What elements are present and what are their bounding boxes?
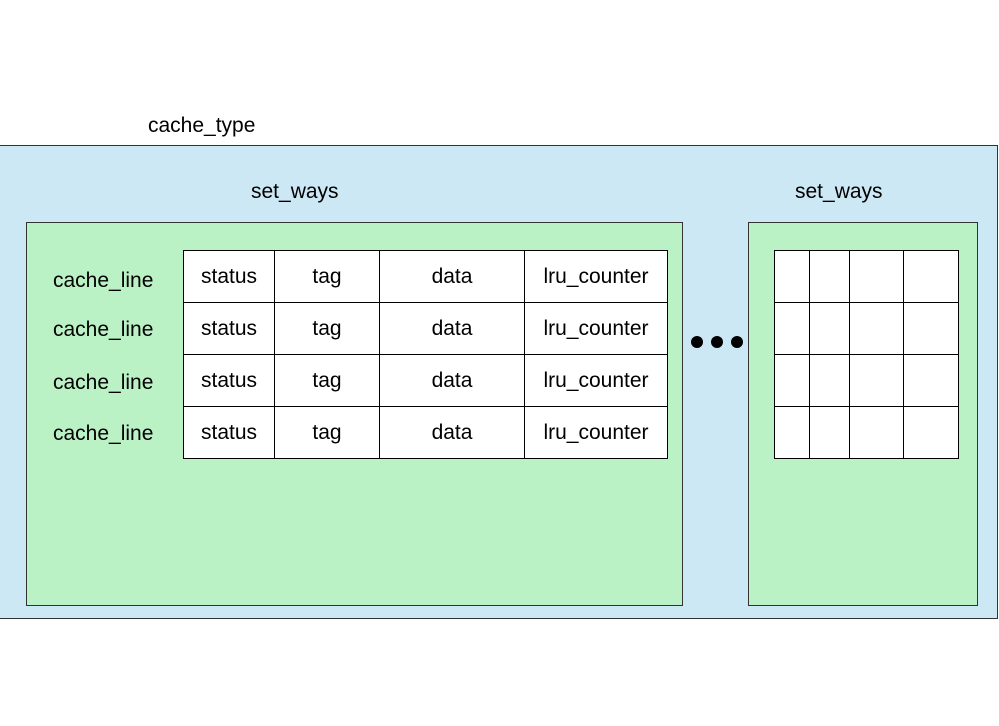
status-cell: status [183, 302, 275, 355]
empty-cell [903, 354, 959, 407]
set-ways-label: set_ways [251, 180, 339, 203]
set-ways-label: set_ways [795, 180, 883, 203]
empty-cell [809, 354, 850, 407]
empty-cell [809, 250, 850, 303]
status-cell: status [183, 406, 275, 459]
cache-line-row [774, 250, 959, 303]
empty-cell [849, 250, 904, 303]
data-cell: data [379, 406, 525, 459]
status-cell: status [183, 354, 275, 407]
empty-cell [849, 302, 904, 355]
cache-lines-table: status tag data lru_counter status tag d… [183, 250, 668, 459]
empty-cell [774, 302, 810, 355]
cache-lines-table [774, 250, 959, 459]
empty-cell [774, 354, 810, 407]
cache-line-label: cache_line [53, 422, 154, 445]
lru-counter-cell: lru_counter [524, 250, 668, 303]
cache-line-row: status tag data lru_counter [183, 302, 668, 355]
cache-type-label: cache_type [148, 114, 256, 137]
cache-line-row [774, 406, 959, 459]
cache-line-label: cache_line [53, 318, 154, 341]
cache-line-row [774, 354, 959, 407]
empty-cell [774, 250, 810, 303]
empty-cell [849, 406, 904, 459]
lru-counter-cell: lru_counter [524, 302, 668, 355]
empty-cell [903, 250, 959, 303]
status-cell: status [183, 250, 275, 303]
cache-line-row: status tag data lru_counter [183, 406, 668, 459]
cache-line-row: status tag data lru_counter [183, 354, 668, 407]
tag-cell: tag [274, 250, 380, 303]
cache-line-row: status tag data lru_counter [183, 250, 668, 303]
empty-cell [849, 354, 904, 407]
ellipsis-dot [711, 336, 723, 348]
empty-cell [903, 406, 959, 459]
cache-line-label: cache_line [53, 371, 154, 394]
lru-counter-cell: lru_counter [524, 406, 668, 459]
data-cell: data [379, 354, 525, 407]
tag-cell: tag [274, 406, 380, 459]
empty-cell [809, 406, 850, 459]
cache-line-label: cache_line [53, 269, 154, 292]
tag-cell: tag [274, 354, 380, 407]
ellipsis-dot [731, 336, 743, 348]
cache-line-row [774, 302, 959, 355]
lru-counter-cell: lru_counter [524, 354, 668, 407]
empty-cell [774, 406, 810, 459]
tag-cell: tag [274, 302, 380, 355]
data-cell: data [379, 250, 525, 303]
data-cell: data [379, 302, 525, 355]
ellipsis-dot [691, 336, 703, 348]
empty-cell [903, 302, 959, 355]
empty-cell [809, 302, 850, 355]
